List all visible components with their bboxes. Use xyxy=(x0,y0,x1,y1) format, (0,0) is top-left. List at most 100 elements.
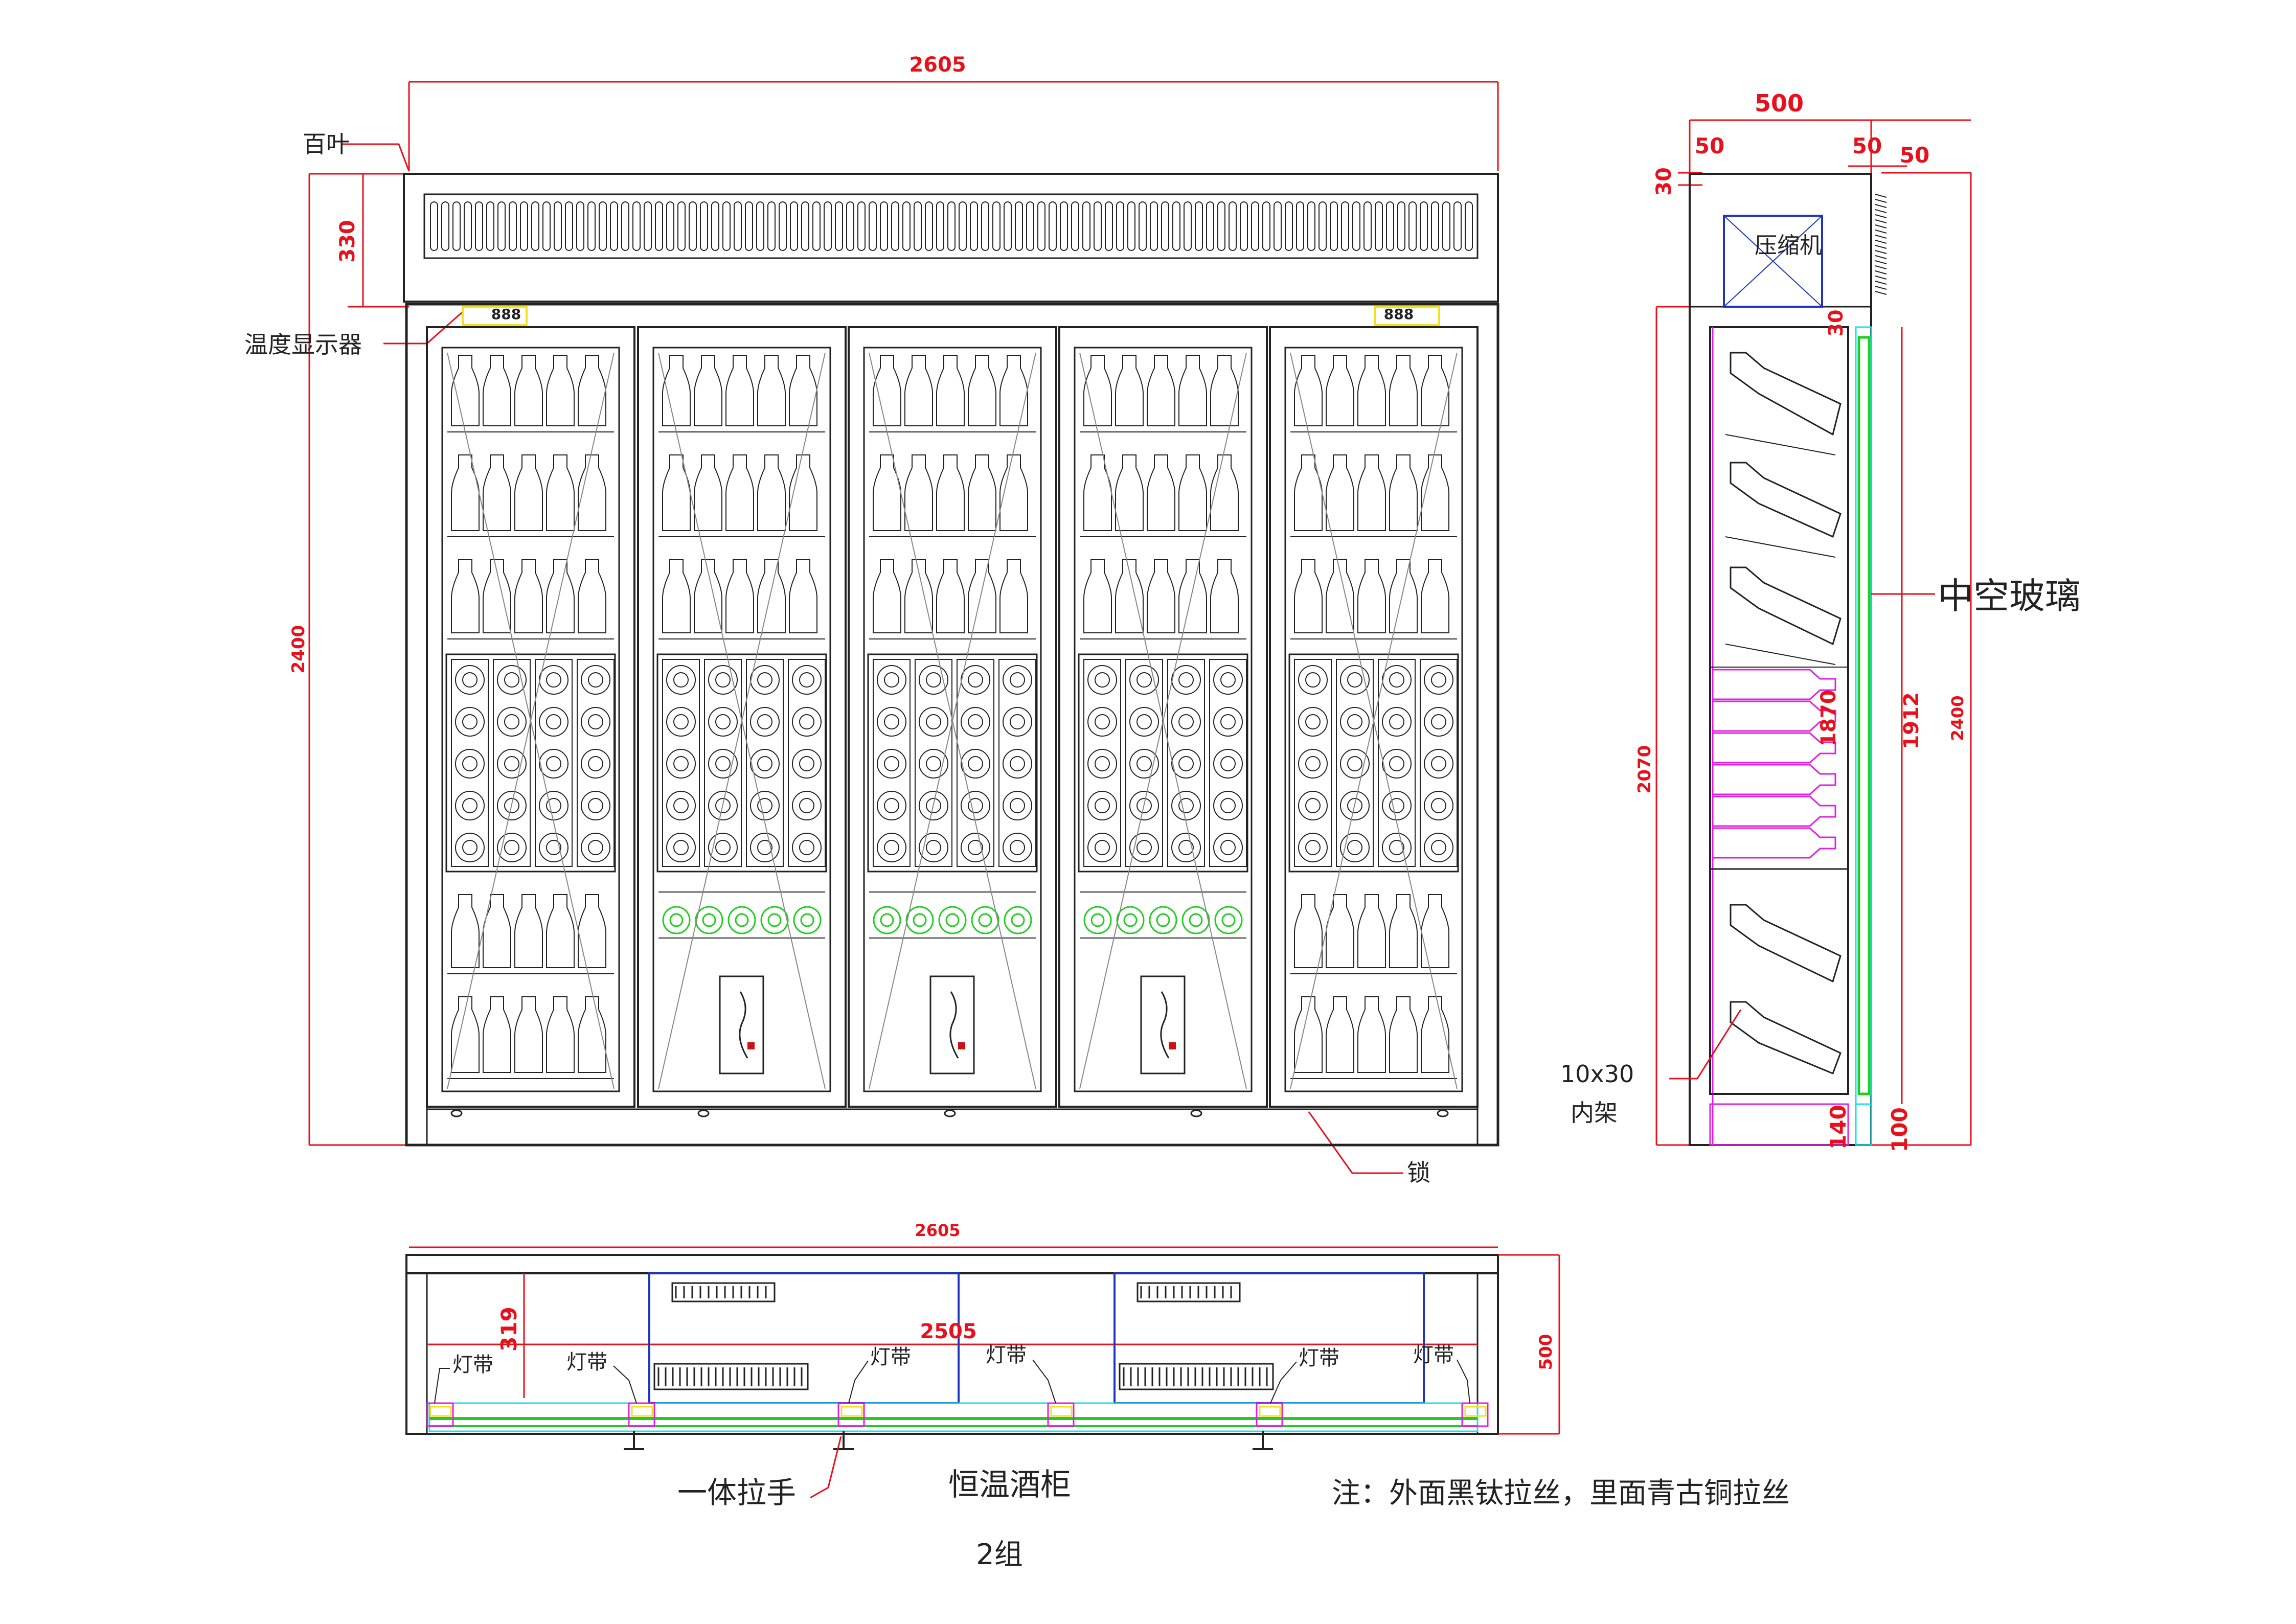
temp-display-left xyxy=(462,306,528,326)
side-total-height-dimension: 2400 xyxy=(1948,695,1967,741)
bottle-end-green xyxy=(1116,906,1145,934)
bottle-neck xyxy=(673,840,689,855)
bottle-upright xyxy=(1294,454,1323,531)
bottle-upright xyxy=(936,454,965,531)
bottle-neck xyxy=(588,714,603,729)
louver-slot xyxy=(475,201,483,251)
bottle-end xyxy=(750,791,780,820)
bottle-end xyxy=(455,749,485,779)
bottle-end xyxy=(919,791,948,820)
bottle-end xyxy=(708,665,738,695)
bottle-upright xyxy=(514,559,543,633)
louver-slot xyxy=(1060,201,1068,251)
bottle-neck xyxy=(1178,798,1194,813)
louver-slot xyxy=(464,201,472,251)
louver-hatch xyxy=(1875,209,1887,213)
bottle-upright xyxy=(1083,454,1112,531)
cabinet-door xyxy=(637,326,847,1117)
louver-slot xyxy=(936,201,944,251)
liquor-box-seal xyxy=(958,1042,965,1049)
louver-slot xyxy=(1408,201,1417,251)
light-strip xyxy=(840,1406,863,1417)
light-strip-profile xyxy=(426,1402,454,1427)
base-cyan xyxy=(1855,1103,1872,1146)
bottle-end xyxy=(792,833,822,862)
bottle-end xyxy=(539,707,569,737)
bottle-neck xyxy=(1010,840,1025,855)
plan-inner-depth-dimension: 319 xyxy=(496,1307,521,1352)
vent-grille xyxy=(653,1363,809,1390)
louver-slot xyxy=(689,201,697,251)
bottle-upright xyxy=(968,355,996,426)
bottle-upright xyxy=(1083,559,1112,633)
louver-slot xyxy=(722,201,731,251)
louver-slot xyxy=(902,201,911,251)
louver-slot xyxy=(992,201,1001,251)
liquor-box-figure xyxy=(739,991,748,1059)
bottle-neck xyxy=(1220,672,1236,688)
light-strip-leader xyxy=(1457,1359,1470,1404)
bottle-end xyxy=(455,707,485,737)
temp-display-label: 温度显示器 xyxy=(244,331,362,358)
bottle-neck xyxy=(504,840,519,855)
bottle-neck xyxy=(546,798,561,813)
louver-hatch xyxy=(1875,224,1887,228)
louver-slot xyxy=(1386,201,1394,251)
louver-slot xyxy=(734,201,742,251)
bottle-end xyxy=(1003,665,1032,695)
bottle-neck-green xyxy=(1189,913,1203,927)
bottle-upright xyxy=(451,454,480,531)
bottle-end xyxy=(961,665,990,695)
handle-label: 一体拉手 xyxy=(677,1475,796,1510)
bottle-neck xyxy=(926,672,941,688)
door-lock xyxy=(1190,1109,1202,1117)
cabinet-body xyxy=(405,303,1499,1147)
bottle-upright xyxy=(1115,454,1144,531)
bottle-end xyxy=(1171,707,1201,737)
bottle-rack xyxy=(1078,653,1248,873)
bottle-neck xyxy=(1095,714,1110,729)
bottle-neck xyxy=(673,672,689,688)
glass-diagonal xyxy=(1079,352,1247,1089)
bottle-end xyxy=(1171,833,1201,862)
fan-grille xyxy=(1136,1282,1241,1302)
bottle-upright xyxy=(1326,355,1354,426)
light-strip-profile xyxy=(837,1402,865,1427)
bottle-neck xyxy=(1347,756,1362,771)
bottle-rack xyxy=(656,653,827,873)
louver-slot xyxy=(542,201,551,251)
bottle-neck xyxy=(462,714,478,729)
louver-slot xyxy=(1015,201,1023,251)
bottle-neck xyxy=(1347,840,1362,855)
bottle-end xyxy=(1298,749,1328,779)
bottle-end xyxy=(497,707,527,737)
bottle-end xyxy=(961,749,990,779)
bottle-neck xyxy=(1220,798,1236,813)
door-lock xyxy=(450,1109,463,1117)
bottle-neck xyxy=(462,672,478,688)
bottle-upright xyxy=(546,454,575,531)
bottle-upright xyxy=(578,996,606,1073)
door-lock xyxy=(1437,1109,1449,1117)
bottle-end xyxy=(497,791,527,820)
bottle-neck xyxy=(1136,756,1152,771)
rack-column xyxy=(535,659,573,867)
louver-slot xyxy=(1262,201,1270,251)
bottle-neck-green xyxy=(1156,913,1170,927)
bottle-upright xyxy=(483,454,511,531)
bottle-neck xyxy=(1389,756,1404,771)
lock-label: 锁 xyxy=(1407,1159,1430,1186)
bottle-neck xyxy=(884,714,899,729)
plan-depth-dimension: 500 xyxy=(1536,1334,1556,1370)
louver-grille xyxy=(423,193,1479,259)
lock-leader xyxy=(1308,1111,1403,1174)
bottle-end xyxy=(708,833,738,862)
bottle-neck xyxy=(1431,840,1446,855)
liquor-box-seal xyxy=(747,1042,755,1049)
door-glass xyxy=(1284,347,1463,1092)
louver-slot xyxy=(509,201,517,251)
bottle-neck xyxy=(546,840,561,855)
bottle-neck xyxy=(1431,672,1446,688)
bottle-end xyxy=(581,833,610,862)
temp-display-right xyxy=(1374,306,1440,326)
